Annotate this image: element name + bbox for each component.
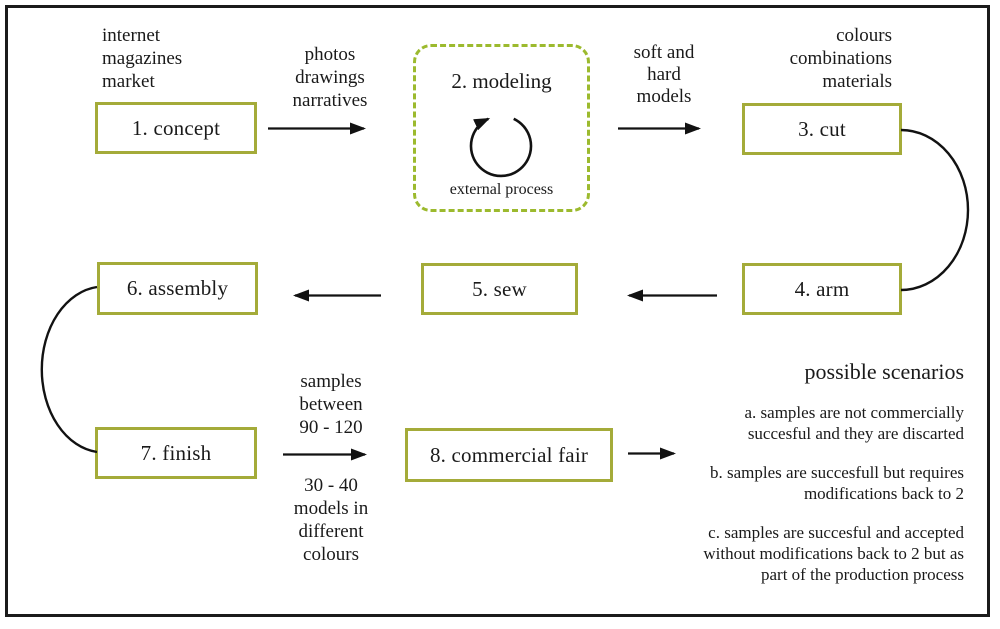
step-label-finish: 7. finish: [140, 440, 212, 465]
concept-inputs-note: internet magazines market: [102, 25, 183, 92]
step-box-modeling: 2. modeling external process: [413, 44, 590, 212]
step-box-cut: 3. cut: [742, 103, 902, 155]
arrow-label-models-colours: 30 - 40 models in different colours: [293, 475, 369, 565]
arrow-label-samples-between: samples between 90 - 120: [299, 371, 363, 438]
step-label-cut: 3. cut: [798, 116, 846, 141]
arrow-label-soft-hard-models: soft and hard models: [633, 42, 695, 107]
step-label-modeling: 2. modeling: [451, 69, 552, 93]
diagram-border-frame: [5, 5, 990, 617]
arrow-label-photos-drawings-narratives: photos drawings narratives: [292, 44, 368, 111]
step-box-sew: 5. sew: [421, 263, 578, 315]
step-label-sew: 5. sew: [472, 276, 527, 301]
step-box-arm: 4. arm: [742, 263, 902, 315]
step-label-commercial-fair: 8. commercial fair: [429, 442, 589, 467]
scenario-item-a: a. samples are not commercially succesfu…: [744, 403, 965, 443]
possible-scenarios-title: possible scenarios: [804, 359, 964, 384]
step-box-commercial-fair: 8. commercial fair: [405, 428, 613, 482]
cut-inputs-note: colours combinations materials: [789, 25, 892, 92]
external-process-label: external process: [449, 181, 554, 198]
step-label-arm: 4. arm: [794, 276, 850, 301]
scenario-item-b: b. samples are succesfull but requires m…: [710, 463, 964, 503]
step-box-finish: 7. finish: [95, 427, 257, 479]
step-box-assembly: 6. assembly: [97, 262, 258, 315]
step-label-concept: 1. concept: [131, 115, 221, 140]
step-label-assembly: 6. assembly: [126, 276, 229, 300]
scenario-item-c: c. samples are succesful and accepted wi…: [703, 523, 964, 584]
step-box-concept: 1. concept: [95, 102, 257, 154]
